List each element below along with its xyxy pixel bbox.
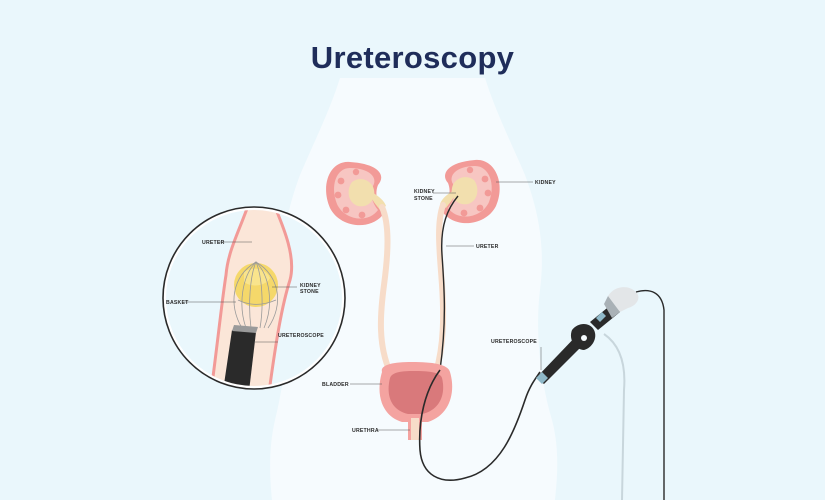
inset-ureteroscope [222, 330, 256, 386]
inset-ureteroscope-label: URETEROSCOPE [278, 333, 324, 339]
bladder-label: BLADDER [322, 382, 349, 388]
left-kidney [326, 161, 386, 226]
light-cable [635, 289, 665, 500]
inset-ureter-label: URETER [202, 240, 225, 246]
label-ureter: URETER [446, 244, 499, 250]
magnified-inset: URETER KIDNEY STONE BASKET URETEROSCOPE [162, 206, 346, 390]
page-title: Ureteroscopy [310, 40, 515, 75]
ureteroscope-device [536, 287, 639, 384]
right-kidney [440, 159, 500, 224]
left-ureter [377, 204, 393, 375]
right-ureter [433, 202, 447, 375]
kidney-stone-label-line2: STONE [414, 196, 433, 202]
ureteroscope-cable [418, 369, 541, 481]
label-bladder: BLADDER [322, 382, 382, 388]
label-urethra: URETHRA [352, 428, 410, 434]
irrigation-tube [603, 333, 626, 500]
ureteroscope-label: URETEROSCOPE [491, 339, 537, 345]
inset-stone-label-line2: STONE [300, 289, 319, 295]
label-kidney: KIDNEY [496, 180, 556, 186]
urethra-label: URETHRA [352, 428, 379, 434]
inset-basket-label: BASKET [166, 300, 189, 306]
label-kidney-stone: KIDNEY STONE [414, 189, 456, 202]
ureter-label: URETER [476, 244, 499, 250]
bladder [379, 362, 453, 440]
inset-stone-label-line1: KIDNEY [300, 283, 321, 289]
kidney-stone-label-line1: KIDNEY [414, 189, 435, 195]
kidney-label: KIDNEY [535, 180, 556, 186]
inset-basket [233, 260, 278, 329]
label-ureteroscope: URETEROSCOPE [491, 339, 542, 370]
scope-in-ureter [439, 195, 459, 371]
